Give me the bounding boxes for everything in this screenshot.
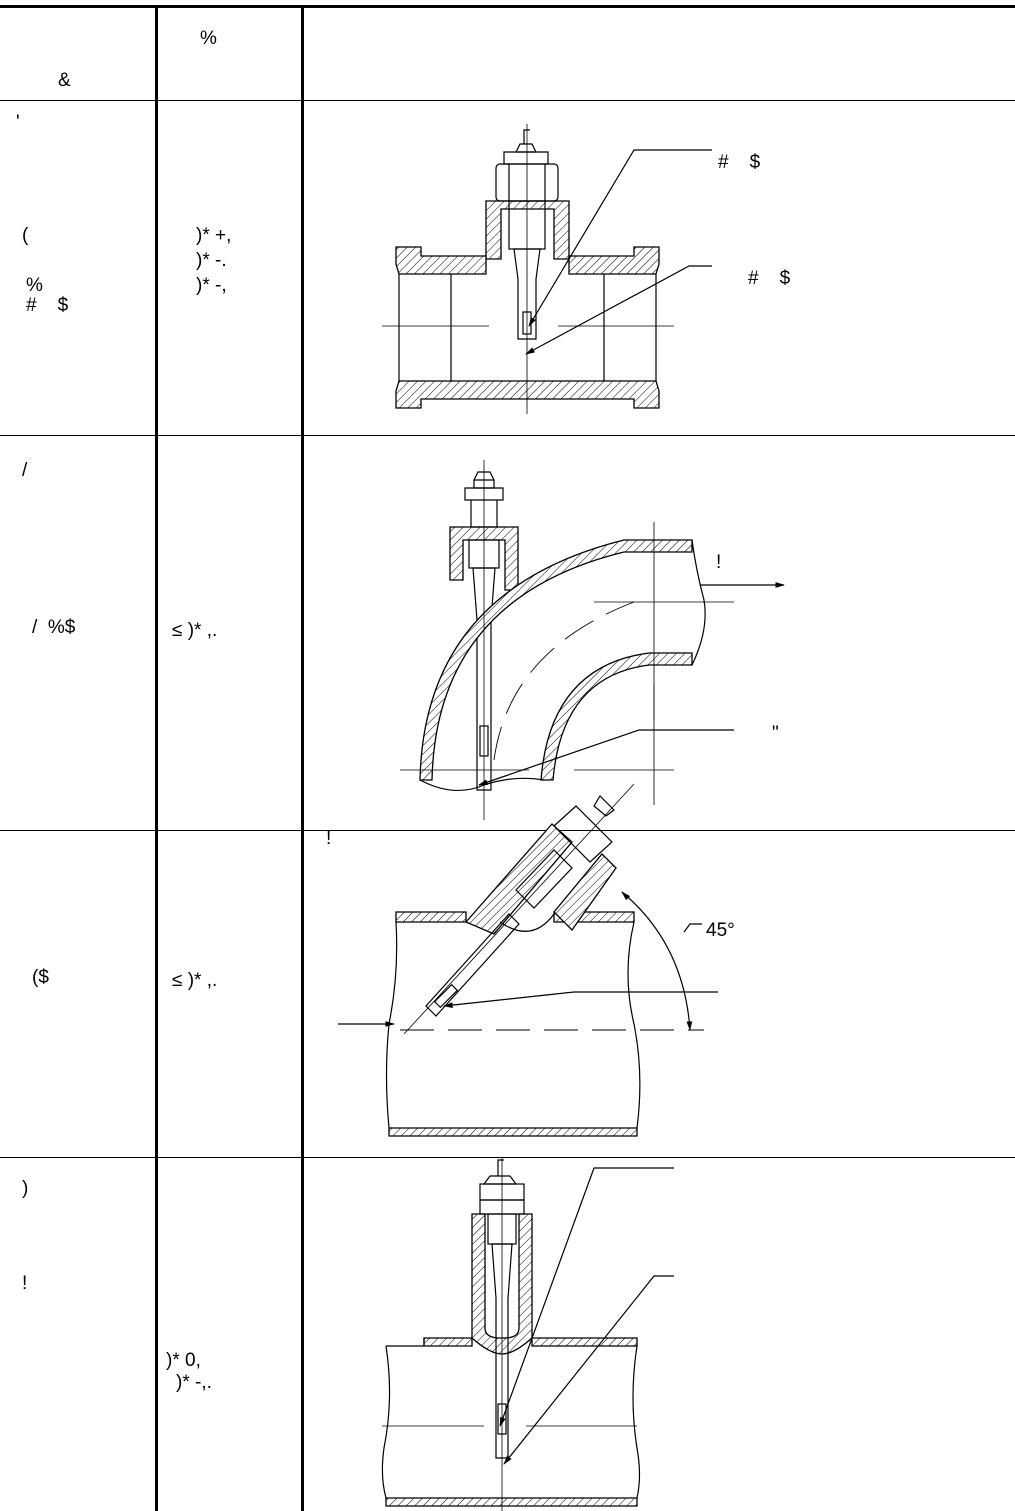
table-top-border [0,5,1015,8]
row-divider-1 [0,100,1015,101]
header-col1: & [58,70,71,91]
row3-col1-line1: ($ [32,967,49,988]
row1-col1-line2: ( [22,225,29,246]
row4-col2-line1: )* 0, [166,1350,201,1371]
row-divider-3 [0,830,1015,831]
row-divider-4 [0,1157,1015,1158]
row2-col1-line2: / %$ [32,617,76,638]
vertical-tee-drawing [381,1158,674,1511]
row2-col2-line1: ≤ )* ,. [172,620,218,641]
column-divider-1 [155,5,158,1511]
row1-col1-line3: % [26,275,43,296]
row3-col2-line1: ≤ )* ,. [172,970,218,991]
row1-col2-line2: )* -. [196,250,227,271]
row1-col1-line1: ' [16,112,20,133]
row1-col2-line3: )* -, [196,275,227,296]
inclined-pipe-drawing [338,783,718,1137]
row2-col1-line1: / [22,460,28,481]
row1-callout-2: # $ [748,268,791,289]
row2-callout-1: ! [716,552,722,573]
row3-callout-1: ! [326,828,332,849]
column-divider-2 [301,5,304,1511]
row1-col1-line4: # $ [26,295,69,316]
row-divider-2 [0,435,1015,436]
row1-callout-1: # $ [718,152,761,173]
row4-col2-line2: )* -,. [176,1372,212,1393]
row3-callout-2: 45° [706,920,735,941]
tee-fitting-drawing [382,124,712,414]
row4-col1-line2: ! [22,1273,28,1294]
row4-col1-line1: ) [22,1178,29,1199]
row2-callout-2: " [772,723,779,744]
header-col2: % [200,28,217,49]
elbow-pipe-drawing [400,460,785,820]
row1-col2-line1: )* +, [196,225,232,246]
